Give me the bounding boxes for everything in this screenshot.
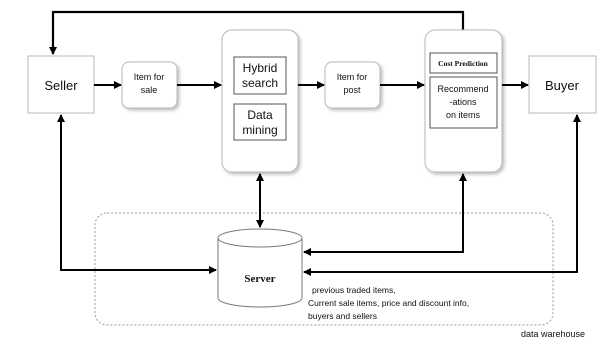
arrow-buyer-server: [303, 114, 581, 276]
cost-prediction-box: [429, 52, 498, 74]
data-mining-label-2: mining: [242, 123, 277, 137]
arrow-seller-server: [57, 114, 217, 274]
hybrid-search-label-2: search: [242, 76, 278, 90]
buyer-label: Buyer: [545, 78, 580, 93]
item-for-post-label-1: Item for: [337, 72, 368, 82]
data-warehouse-label: data warehouse: [521, 329, 585, 339]
item-for-sale-label-1: Item for: [134, 72, 165, 82]
buyer-box: Buyer: [528, 55, 597, 114]
hybrid-search-label-1: Hybrid: [243, 61, 278, 75]
server-cylinder: [217, 228, 303, 308]
recommendations-label-3: on items: [446, 110, 481, 120]
cost-prediction-label: Cost Prediction: [438, 59, 488, 68]
warehouse-desc-line-2: Current sale items, price and discount i…: [308, 298, 469, 308]
warehouse-desc-line-3: buyers and sellers: [308, 311, 377, 321]
seller-box: Seller: [27, 55, 95, 114]
warehouse-desc-line-1: previous traded items,: [312, 285, 396, 295]
hybrid-search-box: [233, 56, 287, 95]
item-for-sale-label-2: sale: [141, 85, 158, 95]
item-for-post-label-2: post: [343, 85, 361, 95]
recommendations-label-1: Recommend: [437, 84, 488, 94]
server-label: Server: [244, 273, 275, 285]
data-mining-box: [233, 103, 287, 141]
recommendations-label-2: -ations: [449, 97, 477, 107]
feedback-arrow-top: [49, 10, 465, 55]
processing-box: [221, 29, 299, 173]
seller-label: Seller: [44, 78, 78, 93]
data-mining-label-1: Data: [247, 108, 273, 122]
